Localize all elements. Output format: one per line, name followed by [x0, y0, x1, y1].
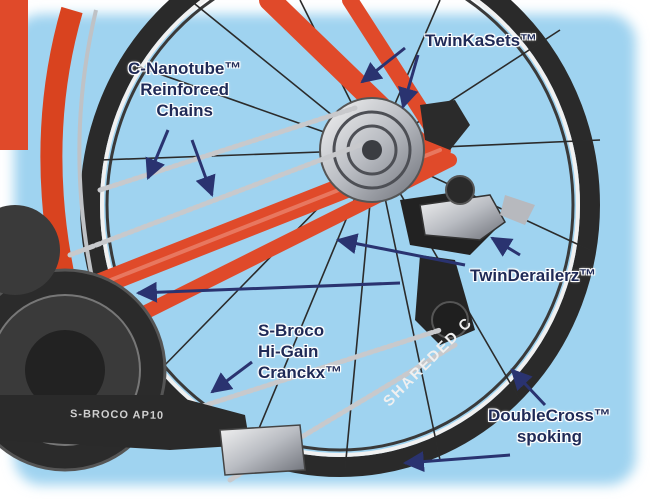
- label-nanotube-line3: Chains: [156, 101, 213, 120]
- label-sbroco-line3: Cranckx™: [258, 363, 343, 382]
- arrow-sbroco: [210, 360, 253, 394]
- label-doublecross-line1: DoubleCross™: [488, 406, 611, 425]
- rear-wheel: [80, 0, 600, 477]
- crank-arm: [0, 395, 306, 476]
- label-nanotube: C-Nanotube™ Reinforced Chains: [128, 58, 241, 121]
- arrow-doublecross-2: [402, 451, 511, 473]
- label-twinkasets: TwinKaSets™: [425, 31, 538, 50]
- arrow-twinkasets-2: [398, 54, 420, 110]
- label-sbroco-line1: S-Broco: [258, 321, 325, 340]
- label-doublecross: DoubleCross™ spoking: [488, 405, 611, 447]
- arrow-derailerz-1: [335, 233, 466, 267]
- label-sbroco: S-Broco Hi-Gain Cranckx™: [258, 320, 342, 383]
- label-doublecross-line2: spoking: [516, 427, 582, 446]
- arrow-twinkasets-1: [360, 46, 406, 84]
- sky-background: [14, 14, 636, 485]
- arrow-nanotube-2: [190, 139, 216, 197]
- cassette: [319, 97, 425, 203]
- label-twinderailerz: TwinDerailerz™: [470, 266, 597, 285]
- rear-derailleur: [400, 100, 535, 345]
- label-sbroco-line2: Hi-Gain: [258, 342, 319, 361]
- label-nanotube-line1: C-Nanotube™: [128, 59, 242, 78]
- arrow-derailerz-2: [135, 281, 401, 303]
- label-nanotube-line2: Reinforced: [140, 80, 230, 99]
- arrow-doublecross-1: [510, 368, 547, 407]
- arrow-derailerz-3: [490, 236, 521, 257]
- arrow-nanotube-1: [145, 129, 170, 180]
